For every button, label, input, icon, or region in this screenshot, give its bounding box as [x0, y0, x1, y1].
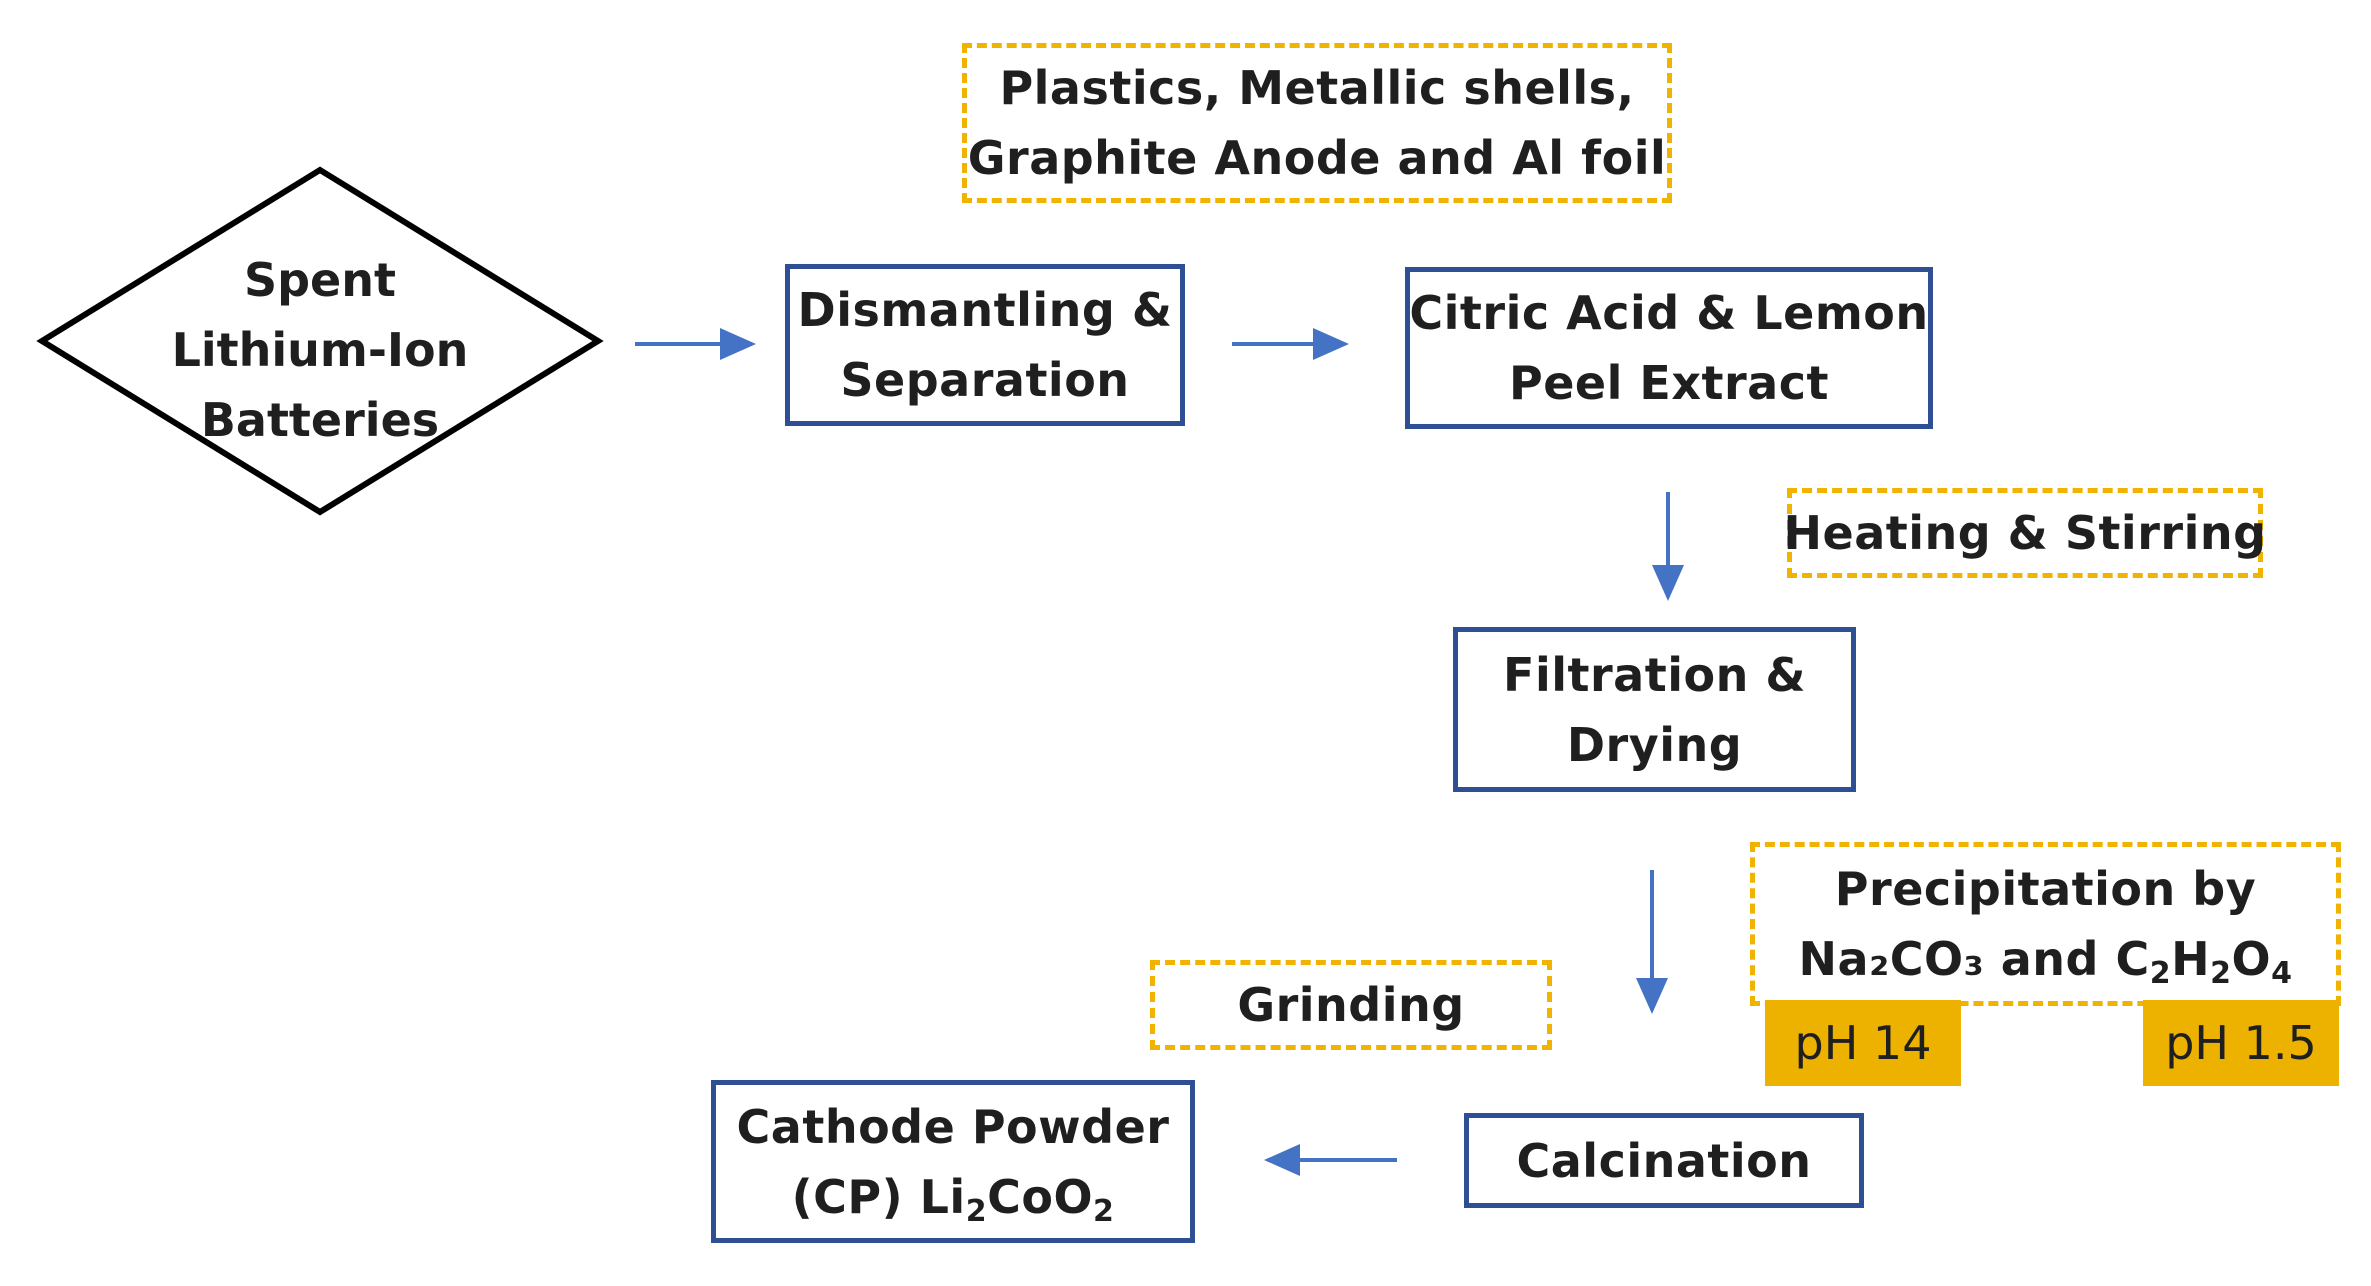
precipitation-formula: O: [2231, 932, 2272, 986]
grinding-label: Grinding: [1237, 978, 1465, 1032]
precipitation-box: Precipitation by Na₂CO₃ and C2H2O4: [1750, 842, 2341, 1006]
heating-box: Heating & Stirring: [1784, 488, 2266, 578]
precipitation-formula: Na₂CO₃ and C: [1798, 932, 2150, 986]
product-formula: CoO: [987, 1169, 1094, 1224]
precipitation-formula: H: [2171, 932, 2211, 986]
product-line-1: Cathode Powder: [736, 1099, 1170, 1154]
dismantling-line: Separation: [840, 353, 1130, 407]
start-label: Spent Lithium-Ion Batteries: [40, 180, 600, 520]
product-subscript: 2: [965, 1193, 988, 1229]
dismantling-box: Dismantling & Separation: [785, 264, 1185, 426]
leaching-line: Citric Acid & Lemon: [1409, 286, 1929, 340]
filtration-line: Filtration &: [1503, 647, 1806, 702]
precipitation-subscript: 2: [2149, 956, 2172, 991]
heating-label: Heating & Stirring: [1783, 506, 2267, 560]
precipitation-subscript: 4: [2271, 956, 2293, 991]
calcination-box: Calcination: [1464, 1113, 1864, 1208]
leaching-line: Peel Extract: [1509, 356, 1829, 410]
filtration-box: Filtration & Drying: [1453, 627, 1856, 792]
precipitation-line-2: Na₂CO₃ and C2H2O4: [1799, 924, 2293, 994]
waste-line: Plastics, Metallic shells,: [999, 61, 1635, 115]
product-subscript: 2: [1093, 1193, 1115, 1229]
leaching-box: Citric Acid & Lemon Peel Extract: [1405, 267, 1933, 429]
start-label-line: Lithium-Ion: [171, 323, 469, 377]
calcination-label: Calcination: [1516, 1133, 1812, 1188]
precipitation-line-1: Precipitation by: [1834, 862, 2257, 916]
start-label-line: Batteries: [200, 393, 440, 447]
grinding-box: Grinding: [1150, 960, 1552, 1050]
dismantling-line: Dismantling &: [797, 283, 1173, 337]
start-diamond: [36, 166, 604, 516]
precipitation-subscript: 2: [2210, 956, 2232, 991]
ph-badge-right: pH 1.5: [2143, 1000, 2339, 1086]
product-formula: (CP) Li: [791, 1169, 966, 1224]
product-line-2: (CP) Li2CoO2: [792, 1162, 1115, 1232]
ph-badge-left: pH 14: [1765, 1000, 1961, 1086]
product-box: Cathode Powder (CP) Li2CoO2: [711, 1080, 1195, 1243]
waste-line: Graphite Anode and Al foil: [967, 131, 1667, 185]
start-label-line: Spent: [244, 253, 396, 307]
waste-box: Plastics, Metallic shells, Graphite Anod…: [962, 43, 1672, 203]
filtration-line: Drying: [1566, 717, 1743, 772]
